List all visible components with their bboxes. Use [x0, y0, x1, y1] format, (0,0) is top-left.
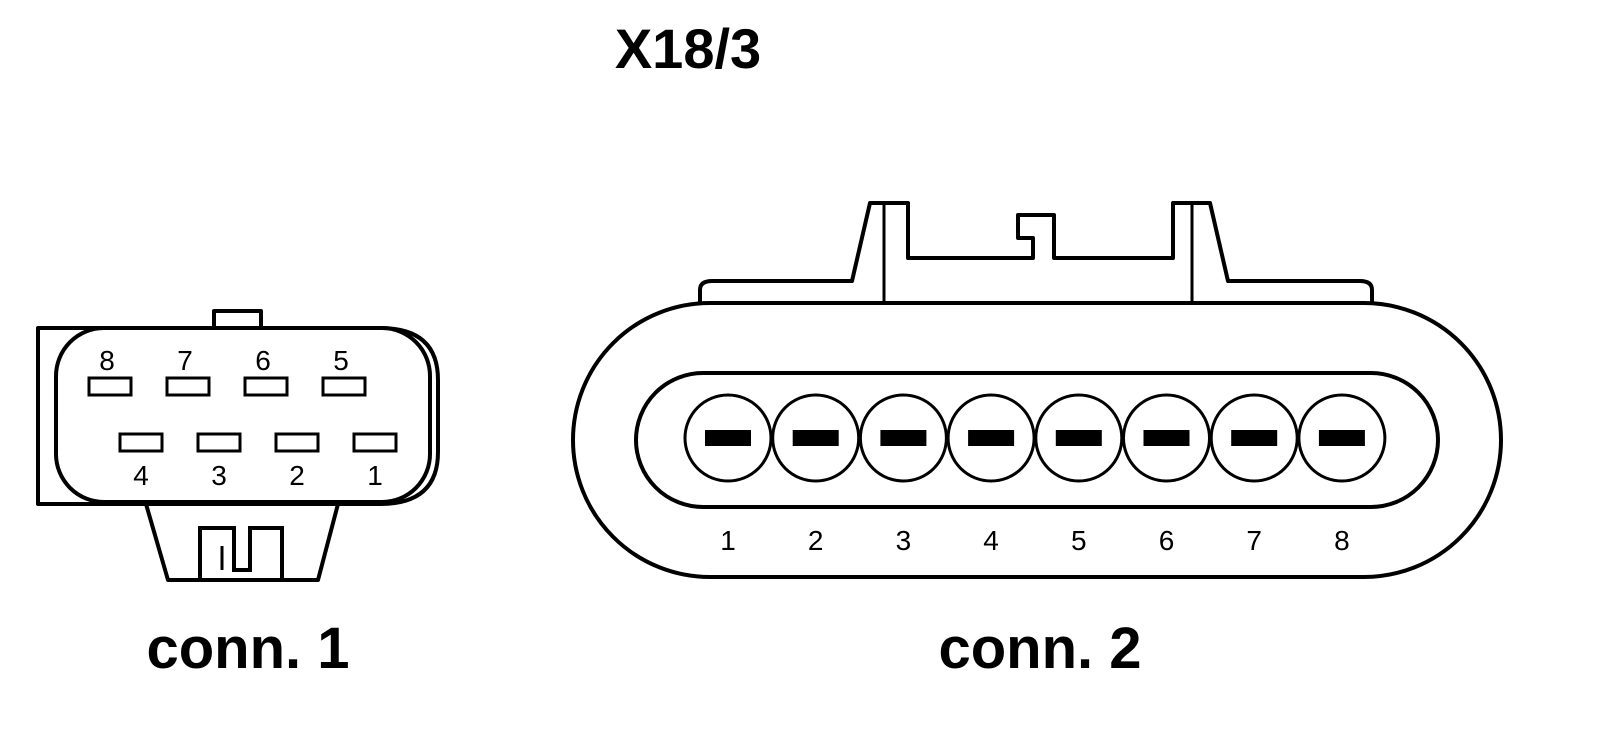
connector-2-pin-contact	[1318, 430, 1365, 446]
connector-2-pin-label: 2	[808, 525, 824, 556]
connector-1-pin-label: 8	[99, 345, 115, 376]
connector-2-pin-contact	[1143, 430, 1190, 446]
connector-1-pin-1	[352, 432, 398, 453]
connector-2-pin-label: 8	[1334, 525, 1350, 556]
connector-1-pin-2	[274, 432, 320, 453]
connector-1-bottom-latch	[144, 502, 340, 582]
connector-2-pin-contact	[705, 430, 751, 446]
connector-2-pin-label: 1	[720, 525, 736, 556]
connector-1-pin-label: 5	[333, 345, 349, 376]
connector-1: 8 7 6 5 4 3 2 1	[36, 309, 440, 582]
connector-1-pin-label: 4	[133, 460, 149, 491]
connector-2-top-housing	[698, 201, 1374, 312]
connector-1-pin-7	[165, 376, 211, 397]
connector-1-label: conn. 1	[146, 616, 349, 681]
connector-1-latch-notch	[198, 526, 284, 580]
diagram-title: X18/3	[615, 17, 761, 80]
connector-1-pin-label: 3	[211, 460, 227, 491]
connector-1-pin-5	[321, 376, 367, 397]
connector-2-pin-label: 5	[1071, 525, 1087, 556]
connector-2-pin-contact	[1055, 430, 1102, 446]
connector-1-pin-6	[243, 376, 289, 397]
connector-2-pin-label: 3	[896, 525, 912, 556]
connector-2-pin-contact	[880, 430, 927, 446]
connector-2: 1 2 3 4 5 6 7 8	[571, 201, 1503, 579]
connector-2-pins: 1 2 3 4 5 6 7 8	[683, 393, 1387, 556]
connector-1-pins: 8 7 6 5 4 3 2 1	[87, 345, 398, 491]
connector-2-pin-label: 7	[1246, 525, 1262, 556]
connector-1-pin-3	[196, 432, 242, 453]
connector-2-label: conn. 2	[938, 616, 1141, 681]
connector-2-pin-label: 6	[1159, 525, 1175, 556]
connector-1-pin-8	[87, 376, 133, 397]
connector-1-pin-label: 1	[367, 460, 383, 491]
connector-1-pin-label: 2	[289, 460, 305, 491]
connector-2-pin-contact	[968, 430, 1015, 446]
connector-1-pin-label: 7	[177, 345, 193, 376]
connector-2-pin-label: 4	[983, 525, 999, 556]
connector-1-pin-4	[118, 432, 164, 453]
connector-2-pin-contact	[1231, 430, 1278, 446]
connector-1-pin-label: 6	[255, 345, 271, 376]
connector-2-pin-contact	[792, 430, 839, 446]
